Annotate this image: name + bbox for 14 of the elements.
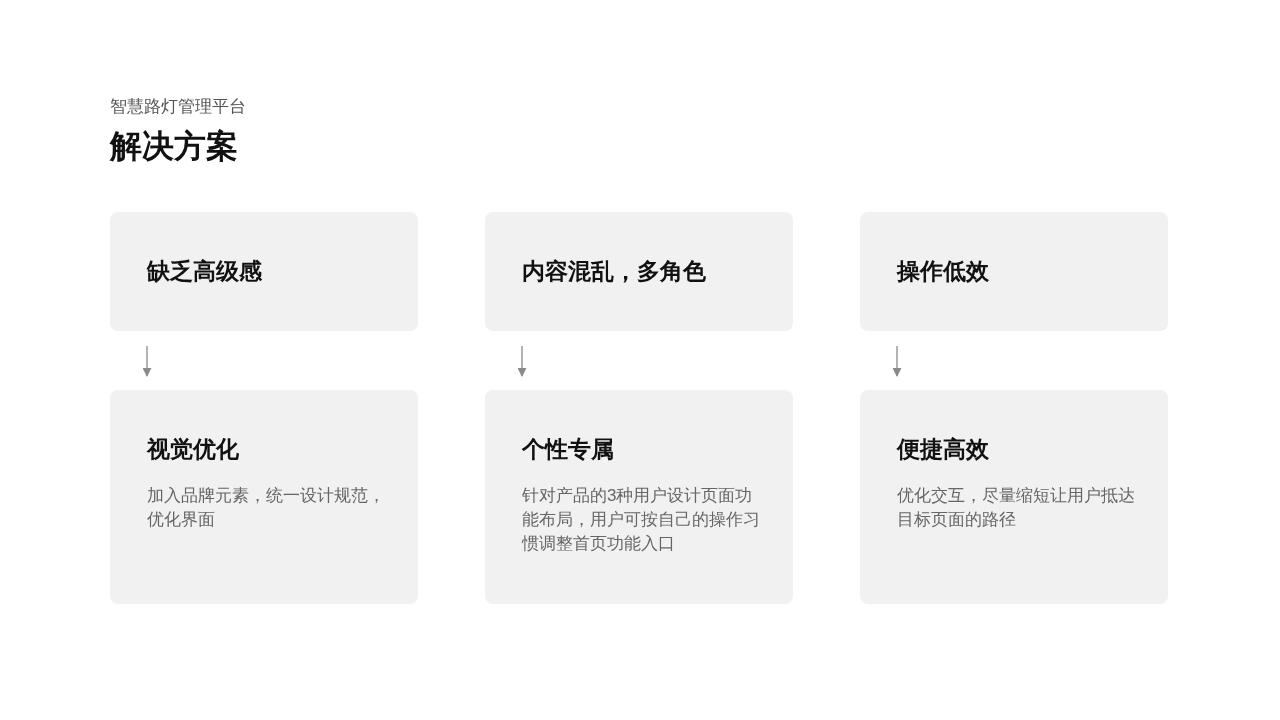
card-heading: 视觉优化 <box>147 435 239 464</box>
card-heading: 缺乏高级感 <box>147 257 262 286</box>
arrow <box>517 345 527 377</box>
card-description: 优化交互，尽量缩短让用户抵达目标页面的路径 <box>897 485 1136 531</box>
card-heading: 操作低效 <box>897 257 989 286</box>
card-heading: 便捷高效 <box>897 435 989 464</box>
arrow <box>892 345 902 377</box>
card-heading: 个性专属 <box>522 435 614 464</box>
card-description: 针对产品的3种用户设计页面功能布局，用户可按自己的操作习惯调整首页功能入口 <box>522 485 761 555</box>
card-description: 加入品牌元素，统一设计规范，优化界面 <box>147 485 386 531</box>
card-heading: 内容混乱，多角色 <box>522 257 706 286</box>
page-subtitle: 智慧路灯管理平台 <box>110 96 246 118</box>
arrow <box>142 345 152 377</box>
page-title: 解决方案 <box>110 127 238 166</box>
